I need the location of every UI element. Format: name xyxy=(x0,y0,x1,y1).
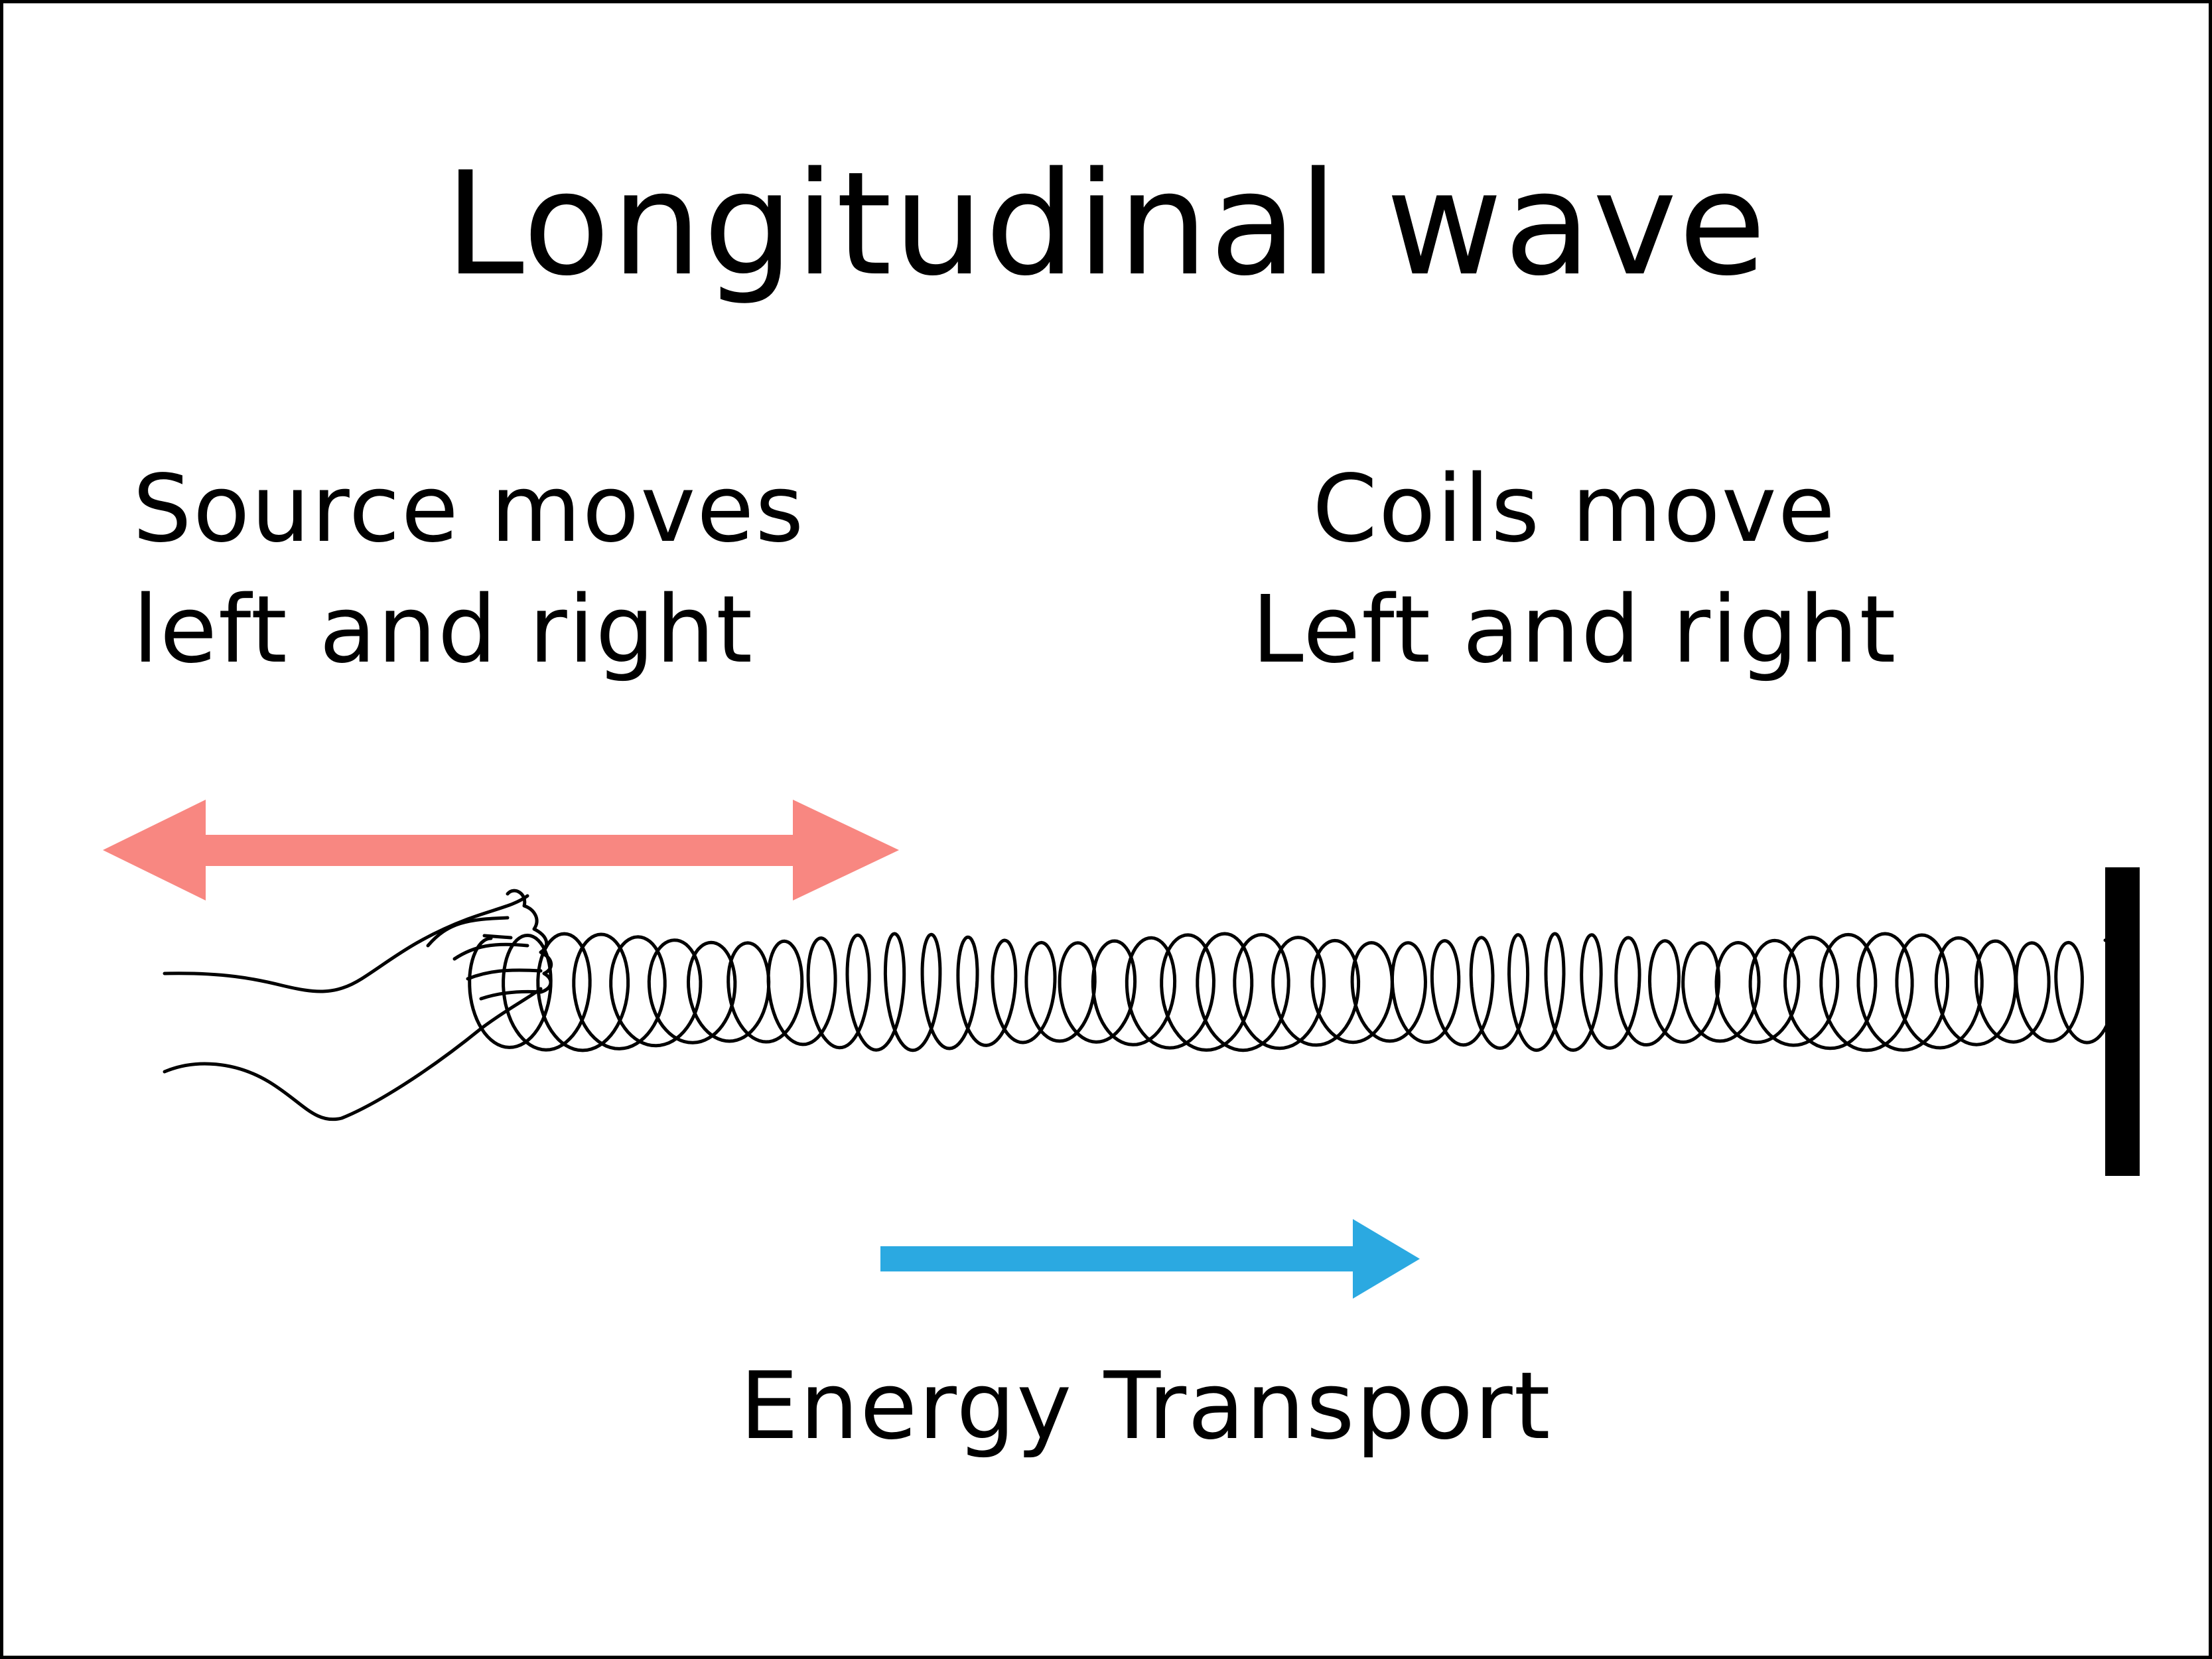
hand-icon xyxy=(163,889,553,1121)
coils-caption: Coils move Left and right xyxy=(1243,449,1906,691)
source-caption-line-1: Source moves xyxy=(133,455,805,563)
source-caption-line-2: left and right xyxy=(133,576,754,684)
slinky-spring-icon xyxy=(468,932,2118,1052)
wall-icon xyxy=(2105,867,2140,1176)
source-motion-double-arrow xyxy=(103,800,899,901)
energy-transport-label: Energy Transport xyxy=(740,1352,1552,1461)
diagram-artwork xyxy=(103,800,2140,1299)
coils-caption-line-2: Left and right xyxy=(1251,576,1898,684)
source-caption: Source moves left and right xyxy=(133,449,805,691)
coils-caption-line-1: Coils move xyxy=(1312,455,1836,563)
diagram-title: Longitudinal wave xyxy=(445,141,1767,307)
energy-transport-arrow xyxy=(880,1219,1420,1299)
